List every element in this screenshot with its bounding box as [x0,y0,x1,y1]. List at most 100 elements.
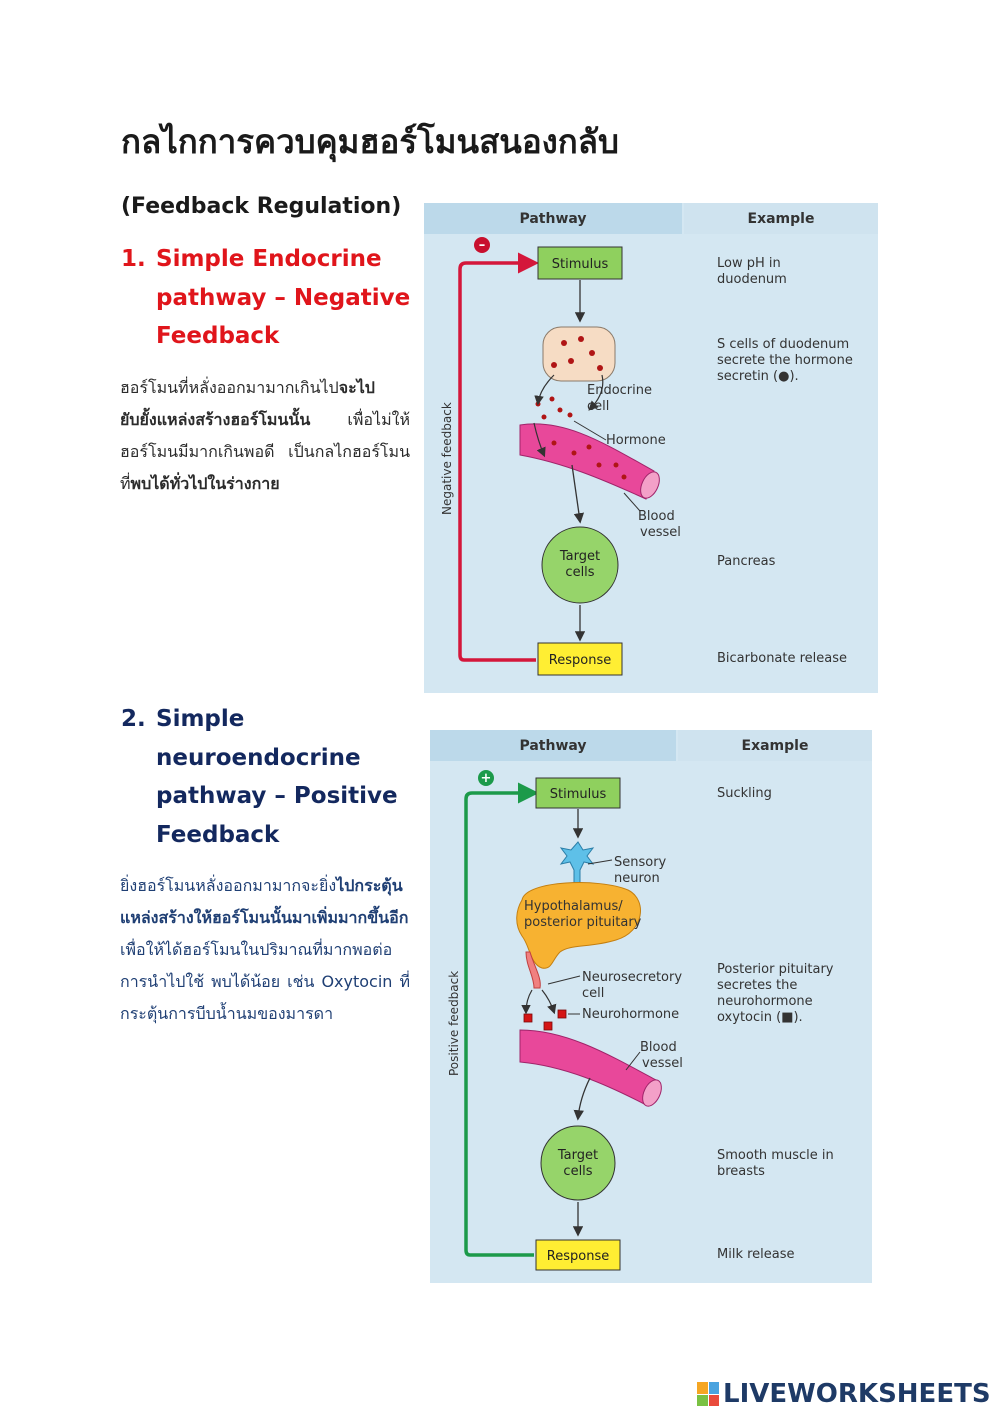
secretion-arrow [541,989,557,1015]
hypothalamus-shape [516,882,641,969]
section1-desc-emphasis: พบได้ทั่วไปในร่างกาย [130,474,280,493]
hormone-dot [567,412,573,418]
section1-heading-text: Simple Endocrine pathway – Negative Feed… [156,246,411,349]
example-response: Milk release [717,1247,795,1262]
liveworksheets-icon [697,1382,719,1406]
blood-hormone-dot [596,462,602,468]
example-response: Bicarbonate release [717,651,848,666]
neurohormone-label: Neurohormone [582,1007,679,1022]
section1-description: ฮอร์โมนที่หลั่งออกมามากเกินไปจะไปยับยั้ง… [120,372,410,500]
stimulus-box [537,246,623,280]
section1-heading: 1. Simple Endocrine pathway – Negative F… [121,240,411,356]
hormone-dot [541,414,547,420]
positive-feedback-label: Positive feedback [447,971,461,1076]
blood-hormone-dot [551,440,557,446]
page-subtitle: (Feedback Regulation) [121,194,402,219]
oxytocin-square [543,1021,553,1031]
section2-heading: 2. Simple neuroendocrine pathway – Posit… [121,700,411,854]
secretin-dot [597,365,603,371]
section2-heading-text: Simple neuroendocrine pathway – Positive… [156,706,398,848]
blood-hormone-dot [621,474,627,480]
liveworksheets-logo[interactable]: LIVEWORKSHEETS [697,1379,991,1409]
hormone-dot [549,396,555,402]
blood-vessel-end [640,471,660,499]
sensory-neuron-pointer [587,859,613,865]
blood-vessel-end [642,1079,662,1107]
neurosecretory-pointer [547,975,581,985]
positive-feedback-diagram: Pathway Example + Positive feedback Stim… [430,730,872,1283]
secretin-dot [578,336,584,342]
minus-sign-icon [474,237,490,253]
hormone-pointer [573,420,607,441]
section1-desc-part: เพื่อไม่ให้ฮอร์โมนมีมากเกินพอดี เป็นกลไก… [120,410,410,493]
page-title: กลไกการควบคุมฮอร์โมนสนองกลับ [121,122,619,161]
target-cells-shape [541,526,619,604]
vessel-to-target-arrow [571,464,585,524]
example-cell: S cells of duodenum secrete the hormone … [717,337,853,384]
negative-feedback-label: Negative feedback [440,402,454,515]
example-stimulus: Low pH in duodenum [717,256,787,287]
blood-vessel-shape [519,1029,657,1107]
section2-desc-part: เพื่อให้ได้ฮอร์โมนในปริมาณที่มากพอต่อการ… [120,940,410,1023]
plus-sign-icon [478,770,494,786]
example-header: Example [678,730,872,761]
negative-feedback-arrow [458,252,539,662]
response-box [535,1239,621,1271]
hypothalamus-label: Hypothalamus/posterior pituitary [524,899,642,930]
oxytocin-square [557,1009,567,1019]
oxytocin-square [523,1013,533,1023]
section1-desc-emphasis: จะไปยับยั้งแหล่งสร้างฮอร์โมนนั้น [120,378,375,429]
section2-desc-part: ยิ่งฮอร์โมนหลั่งออกมามากจะยิ่ง [120,876,337,895]
secretin-dot [561,340,567,346]
response-label: Response [549,653,611,668]
neurosecretory-cell-shape [525,951,541,989]
stimulus-label: Stimulus [550,787,607,802]
endocrine-cell-shape [542,326,616,382]
pathway-header: Pathway [424,203,682,234]
secretin-dot [551,362,557,368]
secretion-arrow [534,374,555,406]
minus-sign-text: – [479,238,486,253]
vessel-arrow [533,422,546,458]
positive-feedback-arrow [464,782,539,1257]
blood-hormone-dot [571,450,577,456]
secretion-arrow [588,374,604,411]
blood-vessel-pointer [625,1051,641,1071]
plus-sign-text: + [481,771,492,786]
blood-hormone-dot [613,462,619,468]
negative-feedback-diagram: Pathway Example – Negative feedback Stim… [424,203,878,693]
vessel-to-target-arrow [573,1077,591,1121]
response-box [537,642,623,676]
secretion-arrow [521,989,533,1015]
section1-desc-part: ฮอร์โมนที่หลั่งออกมามากเกินไป [120,378,339,397]
section2-description: ยิ่งฮอร์โมนหลั่งออกมามากจะยิ่งไปกระตุ้นแ… [120,870,410,1030]
blood-vessel-pointer [623,492,641,512]
pathway-header: Pathway [430,730,676,761]
example-cell: Posterior pituitary secretes the neuroho… [717,962,834,1025]
target-cells-shape [540,1125,616,1201]
hormone-dot [557,407,563,413]
section2-number: 2. [121,706,146,732]
section1-number: 1. [121,246,146,272]
stimulus-box [535,777,621,809]
blood-hormone-dot [586,444,592,450]
section2-desc-emphasis: ไปกระตุ้นแหล่งสร้างให้ฮอร์โมนนั้นมาเพิ่ม… [120,876,409,927]
hormone-label: Hormone [606,433,666,448]
example-target: Smooth muscle in breasts [717,1148,834,1179]
stimulus-label: Stimulus [552,257,609,272]
example-header: Example [684,203,878,234]
example-target: Pancreas [717,554,776,569]
brand-name: LIVEWORKSHEETS [723,1379,991,1409]
response-label: Response [547,1249,609,1264]
secretin-dot [589,350,595,356]
example-stimulus: Suckling [717,786,772,801]
